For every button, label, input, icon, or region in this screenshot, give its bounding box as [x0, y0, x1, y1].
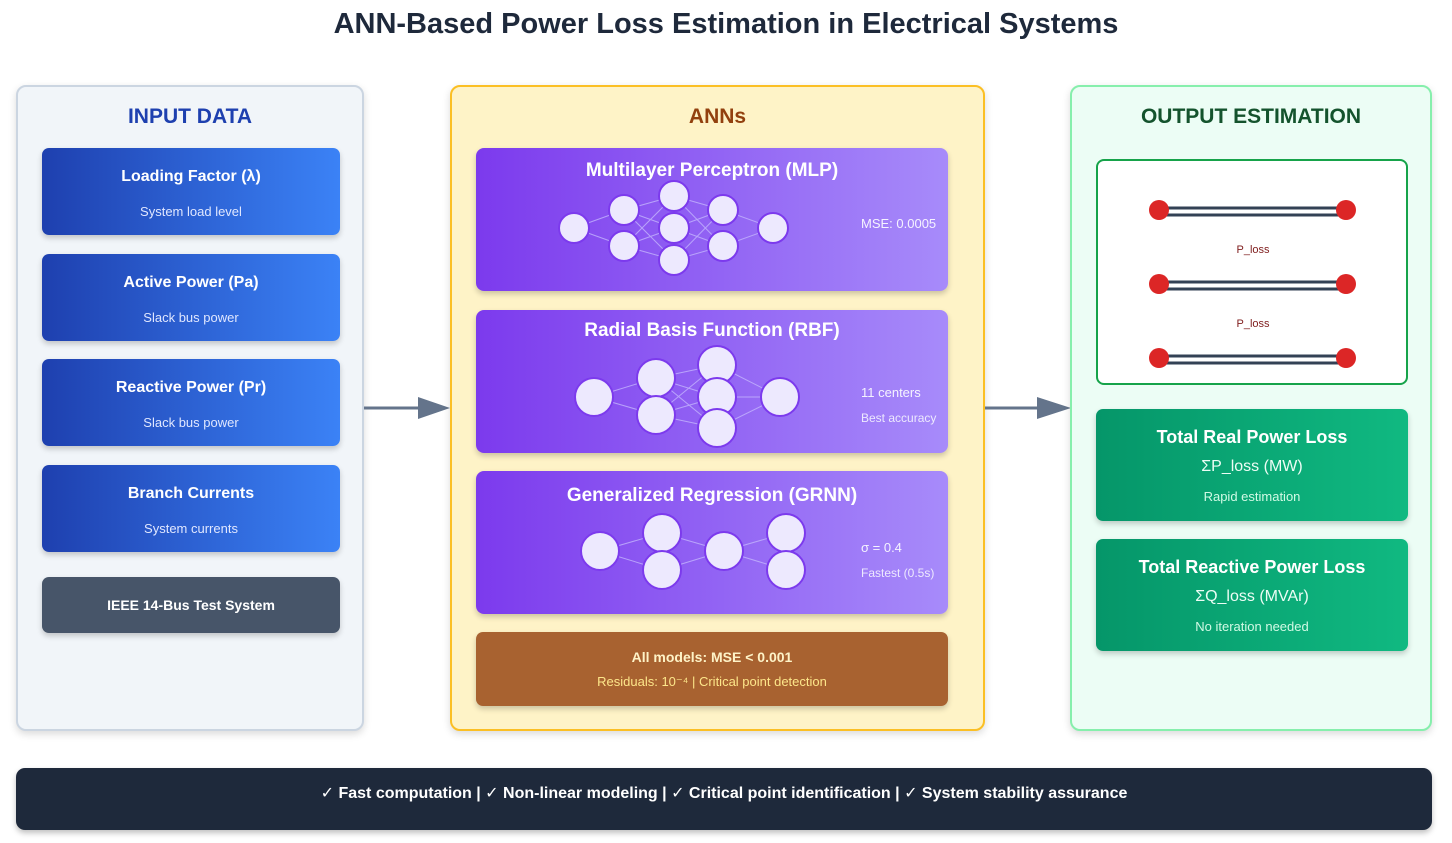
model-note-secondary: Best accuracy	[861, 411, 937, 425]
summary-line-1: All models: MSE < 0.001	[631, 649, 793, 665]
model-note: MSE: 0.0005	[861, 216, 937, 231]
model-note: σ = 0.4	[861, 540, 902, 555]
anns-panel: ANNs Multilayer Perceptron (MLP) MSE: 0	[450, 85, 985, 731]
page-title: ANN-Based Power Loss Estimation in Elect…	[333, 8, 1119, 40]
output-card-subtitle: No iteration needed	[1195, 619, 1309, 634]
input-card-title: Reactive Power (Pr)	[115, 379, 267, 396]
input-card-subtitle: System currents	[144, 521, 238, 536]
output-estimation-panel: OUTPUT ESTIMATION P_loss P_loss Total Re…	[1070, 85, 1432, 731]
model-title: Radial Basis Function (RBF)	[584, 320, 840, 341]
ieee-14-bus-card: IEEE 14-Bus Test System	[42, 577, 340, 633]
anns-heading: ANNs	[688, 105, 747, 128]
mlp-model-card: Multilayer Perceptron (MLP) MSE: 0.0005	[476, 148, 948, 291]
line-loss-label: P_loss	[1236, 244, 1270, 256]
grnn-network-icon	[580, 513, 806, 590]
transmission-lines-icon: P_loss P_loss	[1149, 200, 1356, 368]
model-title: Generalized Regression (GRNN)	[566, 485, 858, 506]
input-data-panel: INPUT DATA Loading Factor (λ) System loa…	[16, 85, 364, 731]
mlp-network-icon	[558, 180, 789, 276]
line-loss-label: P_loss	[1236, 318, 1270, 330]
total-reactive-power-loss-card: Total Reactive Power Loss ΣQ_loss (MVAr)…	[1096, 539, 1408, 651]
summary-line-2: Residuals: 10⁻⁴ | Critical point detecti…	[597, 674, 827, 689]
output-card-symbol: ΣQ_loss (MVAr)	[1195, 588, 1309, 605]
grnn-model-card: Generalized Regression (GRNN) σ = 0.4 Fa…	[476, 471, 948, 614]
input-card-title: Branch Currents	[127, 485, 255, 502]
rbf-network-icon	[574, 345, 800, 448]
output-card-title: Total Reactive Power Loss	[1138, 557, 1366, 577]
transmission-lines-diagram: P_loss P_loss	[1096, 159, 1408, 385]
active-power-card: Active Power (Pa) Slack bus power	[42, 254, 340, 341]
output-card-title: Total Real Power Loss	[1156, 427, 1348, 447]
flow-arrow-right-icon	[985, 397, 1071, 419]
input-card-title: Loading Factor (λ)	[121, 168, 261, 185]
benefits-footer: ✓ Fast computation | ✓ Non-linear modeli…	[16, 768, 1432, 830]
input-card-subtitle: Slack bus power	[143, 310, 239, 325]
loading-factor-card: Loading Factor (λ) System load level	[42, 148, 340, 235]
flow-arrow-right-icon	[364, 397, 450, 419]
rbf-model-card: Radial Basis Function (RBF) 11 centers B…	[476, 310, 948, 453]
input-card-title: Active Power (Pa)	[123, 274, 259, 291]
input-card-subtitle: System load level	[140, 204, 242, 219]
output-card-symbol: ΣP_loss (MW)	[1201, 458, 1303, 475]
model-note-secondary: Fastest (0.5s)	[861, 566, 935, 580]
output-estimation-heading: OUTPUT ESTIMATION	[1140, 105, 1362, 128]
input-data-heading: INPUT DATA	[127, 105, 253, 128]
total-real-power-loss-card: Total Real Power Loss ΣP_loss (MW) Rapid…	[1096, 409, 1408, 521]
input-card-subtitle: Slack bus power	[143, 415, 239, 430]
output-card-subtitle: Rapid estimation	[1203, 489, 1301, 504]
model-note: 11 centers	[861, 385, 921, 400]
reactive-power-card: Reactive Power (Pr) Slack bus power	[42, 359, 340, 446]
models-summary-card: All models: MSE < 0.001 Residuals: 10⁻⁴ …	[476, 632, 948, 706]
model-title: Multilayer Perceptron (MLP)	[585, 160, 839, 181]
branch-currents-card: Branch Currents System currents	[42, 465, 340, 552]
